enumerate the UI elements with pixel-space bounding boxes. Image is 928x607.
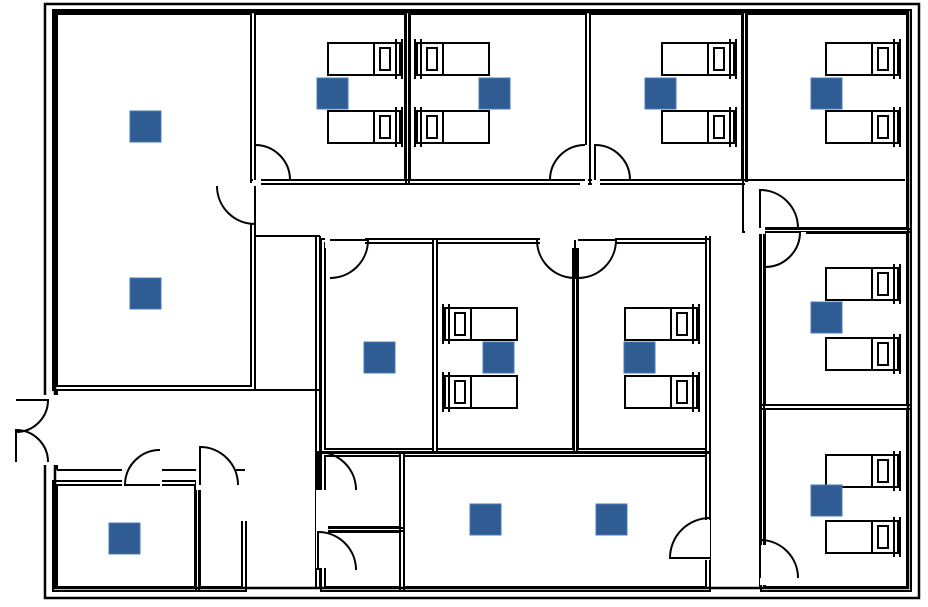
door-7 (764, 231, 802, 268)
door-gap-4 (325, 238, 365, 248)
door-0 (254, 143, 291, 181)
door-gap-1 (580, 145, 588, 185)
door-10 (199, 445, 239, 486)
room-small-a-wall-outer (320, 451, 405, 532)
door-5 (536, 239, 576, 280)
doors (15, 143, 802, 579)
door-8 (216, 185, 256, 226)
bed-icon (414, 107, 490, 147)
sensor-marker-square (108, 522, 141, 555)
bed-icon (624, 372, 700, 412)
sensor-marker-square (595, 503, 628, 536)
door-1 (548, 144, 586, 181)
door-6 (577, 239, 618, 279)
bed-icon (327, 107, 403, 147)
door-11 (317, 450, 357, 491)
room-closet-wall (199, 484, 243, 588)
door-14 (759, 538, 799, 579)
door-4 (329, 239, 370, 279)
door-9 (123, 449, 161, 486)
bed-icon (825, 39, 901, 79)
door-gap-8 (217, 183, 257, 223)
bed-icon (825, 517, 901, 557)
door-gap-11 (236, 476, 248, 521)
door-gap-0 (253, 145, 261, 185)
sensor-marker-square (129, 110, 162, 143)
room-small-b-wall (324, 531, 401, 588)
bed-icon (825, 107, 901, 147)
door-gap-7 (766, 232, 806, 240)
sensor-marker-square (316, 77, 349, 110)
door-2 (594, 143, 631, 181)
door-gap-12 (316, 490, 328, 530)
room-small-a-wall (324, 455, 401, 528)
door-13 (668, 517, 711, 559)
bed-icon (825, 451, 901, 491)
room-lounge-wall (403, 455, 707, 588)
sensor-marker-square (129, 277, 162, 310)
bed-icon (825, 264, 901, 304)
door-openings (14, 145, 806, 585)
door-3 (759, 188, 799, 229)
room-lounge-wall-outer (399, 451, 711, 592)
door-16 (15, 428, 49, 463)
room-small-b-wall-outer (320, 527, 405, 592)
bed-icon (825, 334, 901, 374)
door-gap-5 (540, 238, 580, 248)
bed-icon (661, 107, 737, 147)
bed-icon (442, 372, 518, 412)
sensor-marker-square (644, 77, 677, 110)
beds (327, 39, 901, 557)
sensor-marker-square (363, 341, 396, 374)
bed-icon (414, 39, 490, 79)
door-gap-14 (676, 520, 710, 560)
sensor-marker-square (810, 484, 843, 517)
bed-icon (624, 304, 700, 344)
sensor-marker-square (482, 341, 515, 374)
sensor-marker-square (810, 301, 843, 334)
sensor-marker-square (623, 341, 656, 374)
bed-icon (442, 304, 518, 344)
outer-wall-outer (43, 2, 921, 600)
door-gap-6 (575, 238, 615, 248)
markers (108, 77, 843, 555)
door-12 (317, 530, 357, 571)
sensor-marker-square (469, 503, 502, 536)
sensor-marker-square (478, 77, 511, 110)
bed-icon (327, 39, 403, 79)
sensor-marker-square (810, 77, 843, 110)
bed-icon (661, 39, 737, 79)
door-gap-10 (196, 466, 236, 490)
door-gap-15 (760, 545, 768, 585)
